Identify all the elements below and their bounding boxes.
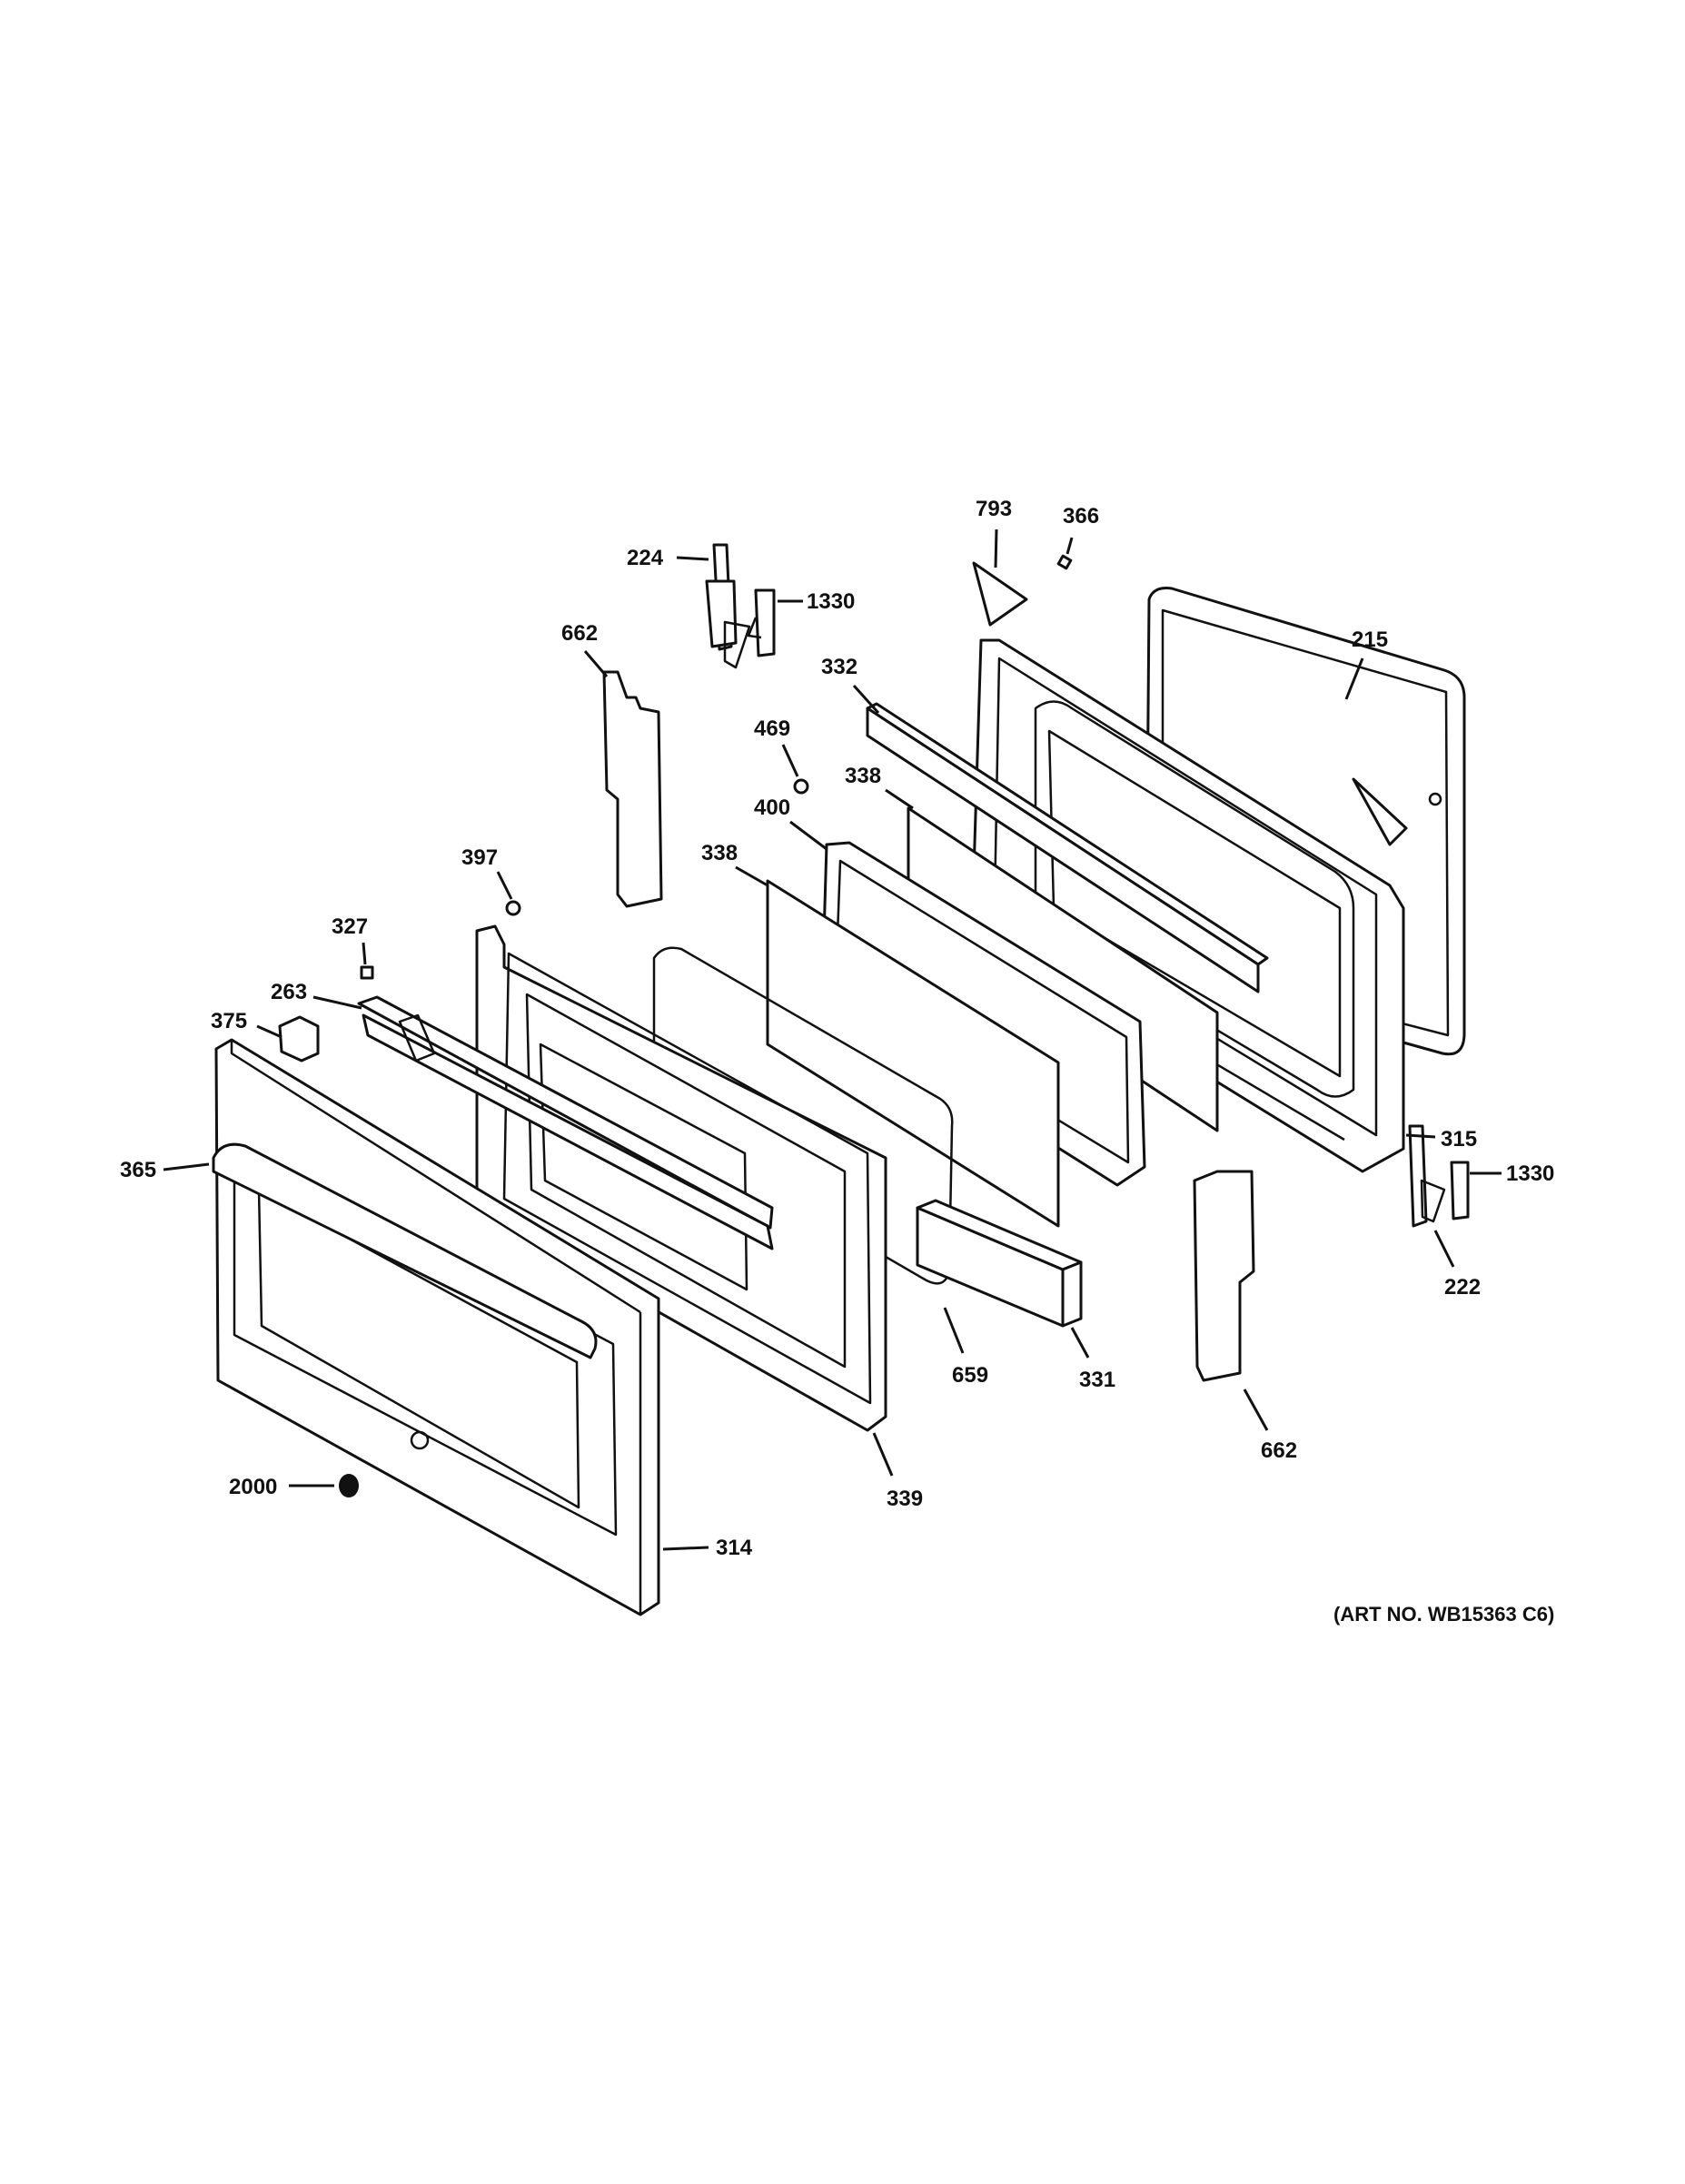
- label-375: 375: [211, 1009, 247, 1033]
- screw-469: [793, 778, 809, 795]
- door-logo-mark: [410, 1430, 430, 1450]
- insulation-662-left: [602, 670, 663, 908]
- leader-lines: [163, 529, 1502, 1551]
- label-659: 659: [952, 1363, 988, 1388]
- label-662-right: 662: [1261, 1438, 1297, 1463]
- label-332: 332: [821, 655, 857, 679]
- screw-366: [1056, 554, 1073, 570]
- hinge-bracket-1330-bottom: [1450, 1161, 1470, 1220]
- label-339: 339: [887, 1487, 923, 1511]
- label-338-front: 338: [701, 841, 738, 865]
- label-366: 366: [1063, 504, 1099, 529]
- logo-badge-2000: [339, 1474, 359, 1497]
- heat-shield-793: [972, 561, 1028, 627]
- door-channel-332: [866, 702, 1269, 993]
- label-1330-top: 1330: [807, 589, 855, 614]
- clip-327: [360, 965, 374, 980]
- label-215: 215: [1352, 628, 1388, 652]
- label-793: 793: [976, 497, 1012, 521]
- label-365: 365: [120, 1158, 156, 1182]
- label-1330-bottom: 1330: [1506, 1161, 1554, 1186]
- part-labels: 224 1330 793 366 215 662 332 469 338 400…: [120, 497, 1554, 1560]
- vent-bracket-263: [357, 995, 774, 1250]
- label-331: 331: [1079, 1368, 1115, 1392]
- screw-397: [505, 900, 521, 916]
- art-number: (ART NO. WB15363 C6): [1333, 1603, 1554, 1626]
- door-glass-338-front: [766, 879, 1060, 1228]
- bracket-375: [278, 1015, 320, 1062]
- hinge-bracket-1330-top: [747, 588, 776, 657]
- label-338-back: 338: [845, 764, 881, 788]
- hinge-222: [1408, 1124, 1446, 1228]
- label-2000: 2000: [229, 1475, 277, 1499]
- door-channel-331: [916, 1199, 1083, 1328]
- label-327: 327: [332, 914, 368, 939]
- label-222: 222: [1444, 1275, 1481, 1300]
- label-314: 314: [716, 1536, 753, 1560]
- label-315: 315: [1441, 1127, 1477, 1151]
- label-397: 397: [461, 845, 498, 870]
- label-263: 263: [271, 980, 307, 1004]
- insulation-662-right: [1193, 1170, 1255, 1382]
- label-224: 224: [627, 546, 664, 570]
- label-400: 400: [754, 796, 790, 820]
- label-469: 469: [754, 716, 790, 741]
- hinge-224: [705, 543, 751, 669]
- label-662-left: 662: [561, 621, 598, 646]
- outer-door-panel-314: [212, 1038, 660, 1616]
